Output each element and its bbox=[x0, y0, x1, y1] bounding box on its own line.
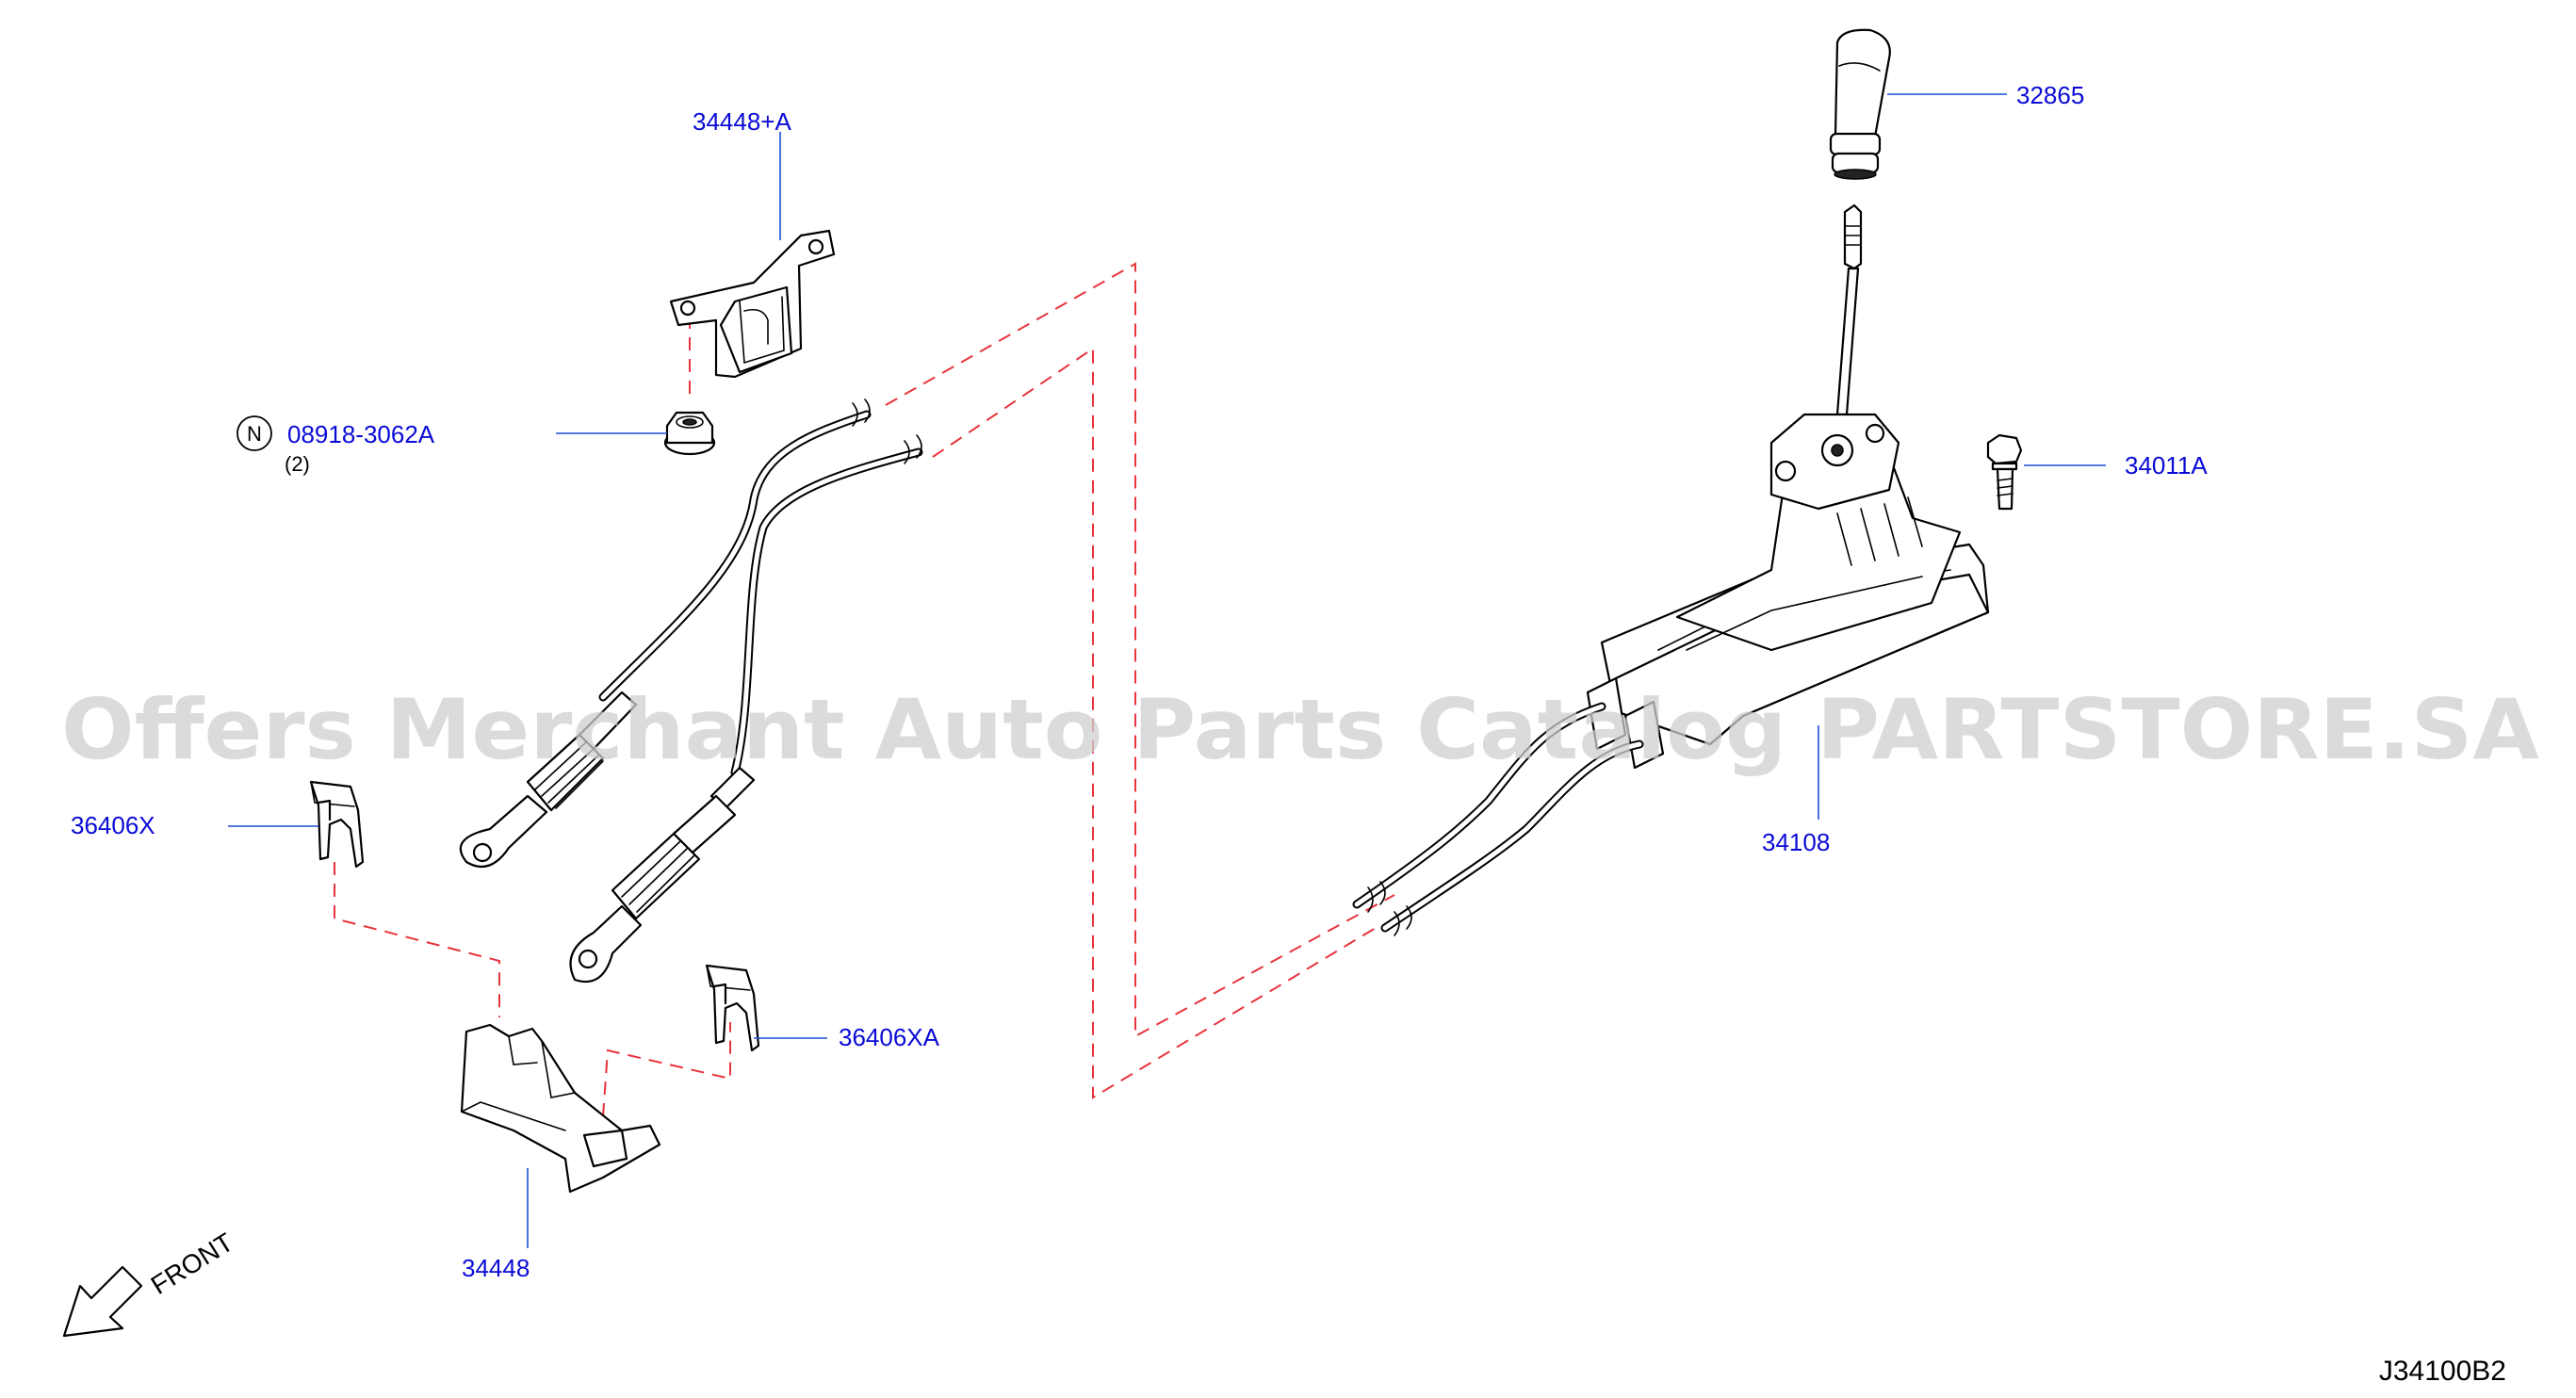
shift-cables-right bbox=[1352, 702, 1644, 936]
shift-cables-left[interactable] bbox=[459, 398, 923, 983]
shifter-assembly-34108[interactable] bbox=[1586, 413, 1990, 770]
label-32865[interactable]: 32865 bbox=[2016, 81, 2084, 109]
label-36406x[interactable]: 36406X bbox=[71, 811, 155, 839]
label-nut-qty: (2) bbox=[285, 452, 310, 476]
part-labels: 34448+A 08918-3062A (2) 36406X 36406XA 3… bbox=[71, 81, 2208, 1282]
clip-36406x[interactable] bbox=[309, 780, 365, 869]
clip-36406xa[interactable] bbox=[705, 964, 760, 1052]
nut-marker: N bbox=[236, 415, 272, 451]
front-label: FRONT bbox=[146, 1227, 238, 1300]
label-34448a[interactable]: 34448+A bbox=[693, 107, 791, 136]
flange-nut-08918-3062a[interactable] bbox=[663, 411, 716, 456]
bracket-lower-34448[interactable] bbox=[460, 1023, 661, 1194]
dashed-connection-lines bbox=[334, 262, 1395, 1117]
watermark: Offers Merchant Auto Parts Catalog PARTS… bbox=[61, 681, 2539, 778]
bolt-34011a[interactable] bbox=[1986, 433, 2023, 511]
bracket-upper-34448a[interactable] bbox=[669, 229, 836, 379]
diagram-code: J34100B2 bbox=[2379, 1356, 2506, 1387]
nut-marker-letter: N bbox=[247, 422, 262, 446]
label-34011a[interactable]: 34011A bbox=[2125, 451, 2208, 480]
cable-end-shift bbox=[569, 766, 756, 983]
label-34448[interactable]: 34448 bbox=[462, 1254, 530, 1282]
shift-lever bbox=[1835, 203, 1863, 416]
leader-lines bbox=[228, 93, 2106, 1248]
label-08918-3062a[interactable]: 08918-3062A bbox=[287, 420, 435, 448]
label-36406xa[interactable]: 36406XA bbox=[839, 1023, 940, 1051]
front-arrow: FRONT bbox=[62, 1227, 238, 1338]
label-34108[interactable]: 34108 bbox=[1762, 828, 1830, 856]
front-arrow-icon bbox=[62, 1265, 143, 1338]
cable-end-select bbox=[459, 691, 638, 869]
shift-knob-32865[interactable] bbox=[1829, 28, 1891, 180]
